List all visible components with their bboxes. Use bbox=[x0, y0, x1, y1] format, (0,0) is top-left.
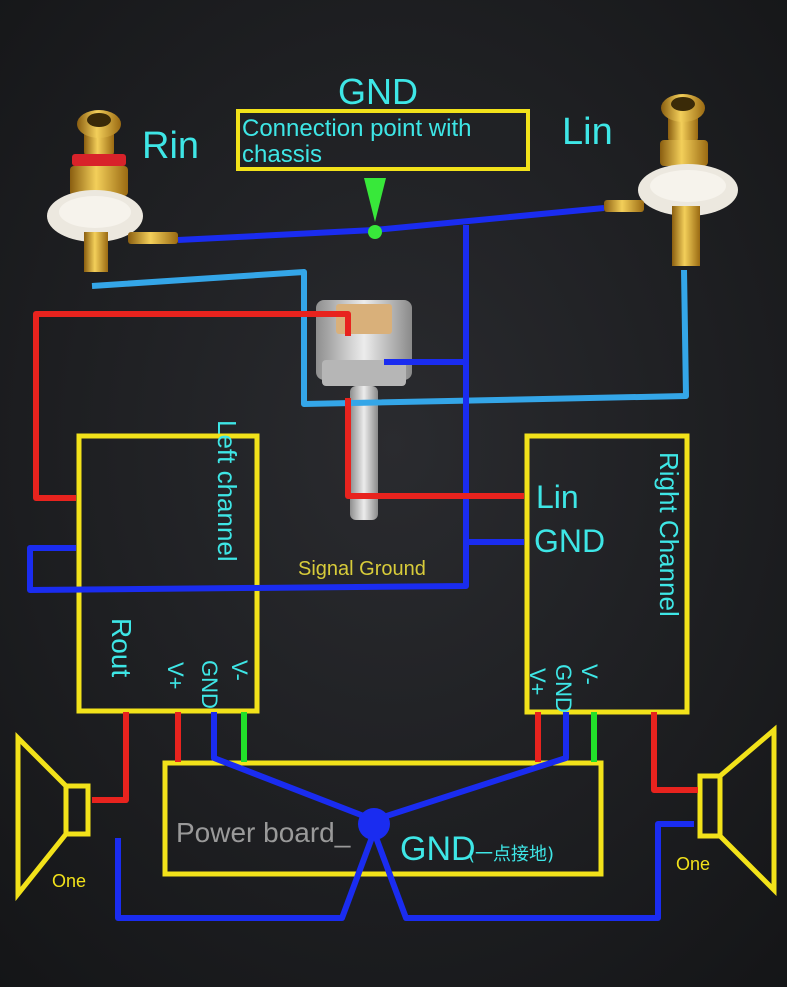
speaker-left bbox=[15, 731, 91, 902]
power-wires-green bbox=[241, 712, 597, 762]
ground-arrow bbox=[364, 178, 386, 222]
connection-point-label-line1: Connection point with bbox=[242, 115, 471, 142]
gnd-right-label: GND bbox=[534, 523, 605, 559]
power-board bbox=[162, 760, 604, 877]
right-gnd-pin-label: GND bbox=[551, 664, 576, 713]
left-channel-label: Left channel bbox=[212, 420, 242, 562]
speaker-right bbox=[697, 724, 777, 897]
speaker-left-label: One bbox=[52, 871, 86, 891]
left-vplus-label: V+ bbox=[163, 662, 188, 690]
left-gnd-pin-label: GND bbox=[197, 660, 222, 709]
right-channel-label: Right Channel bbox=[654, 452, 684, 617]
connection-point-label-line2: chassis bbox=[242, 141, 322, 168]
signal-ground-label: Signal Ground bbox=[298, 558, 426, 580]
rin-label: Rin bbox=[142, 125, 199, 167]
rca-jack-left-input bbox=[604, 94, 738, 266]
left-vminus-label: V- bbox=[227, 660, 252, 681]
gnd-top-label: GND bbox=[338, 71, 418, 112]
single-point-ground-label: (一点接地) bbox=[468, 844, 554, 865]
chassis-ground-point bbox=[368, 225, 382, 239]
power-board-label: Power board_ bbox=[176, 817, 351, 848]
rca-jack-right-input bbox=[47, 110, 178, 272]
right-vminus-label: V- bbox=[577, 664, 602, 685]
connection-point-box bbox=[236, 109, 530, 171]
right-channel-board bbox=[524, 433, 690, 715]
star-ground-point bbox=[358, 808, 390, 840]
signal-wires-lightblue bbox=[91, 269, 689, 407]
lin-right-label: Lin bbox=[536, 479, 579, 515]
lin-top-label: Lin bbox=[562, 111, 613, 153]
rout-label: Rout bbox=[106, 618, 137, 677]
gnd-power-label: GND bbox=[400, 830, 476, 868]
speaker-right-label: One bbox=[676, 854, 710, 874]
signal-wires-red bbox=[33, 311, 698, 803]
left-channel-board bbox=[76, 433, 260, 714]
right-vplus-label: V+ bbox=[525, 668, 550, 696]
